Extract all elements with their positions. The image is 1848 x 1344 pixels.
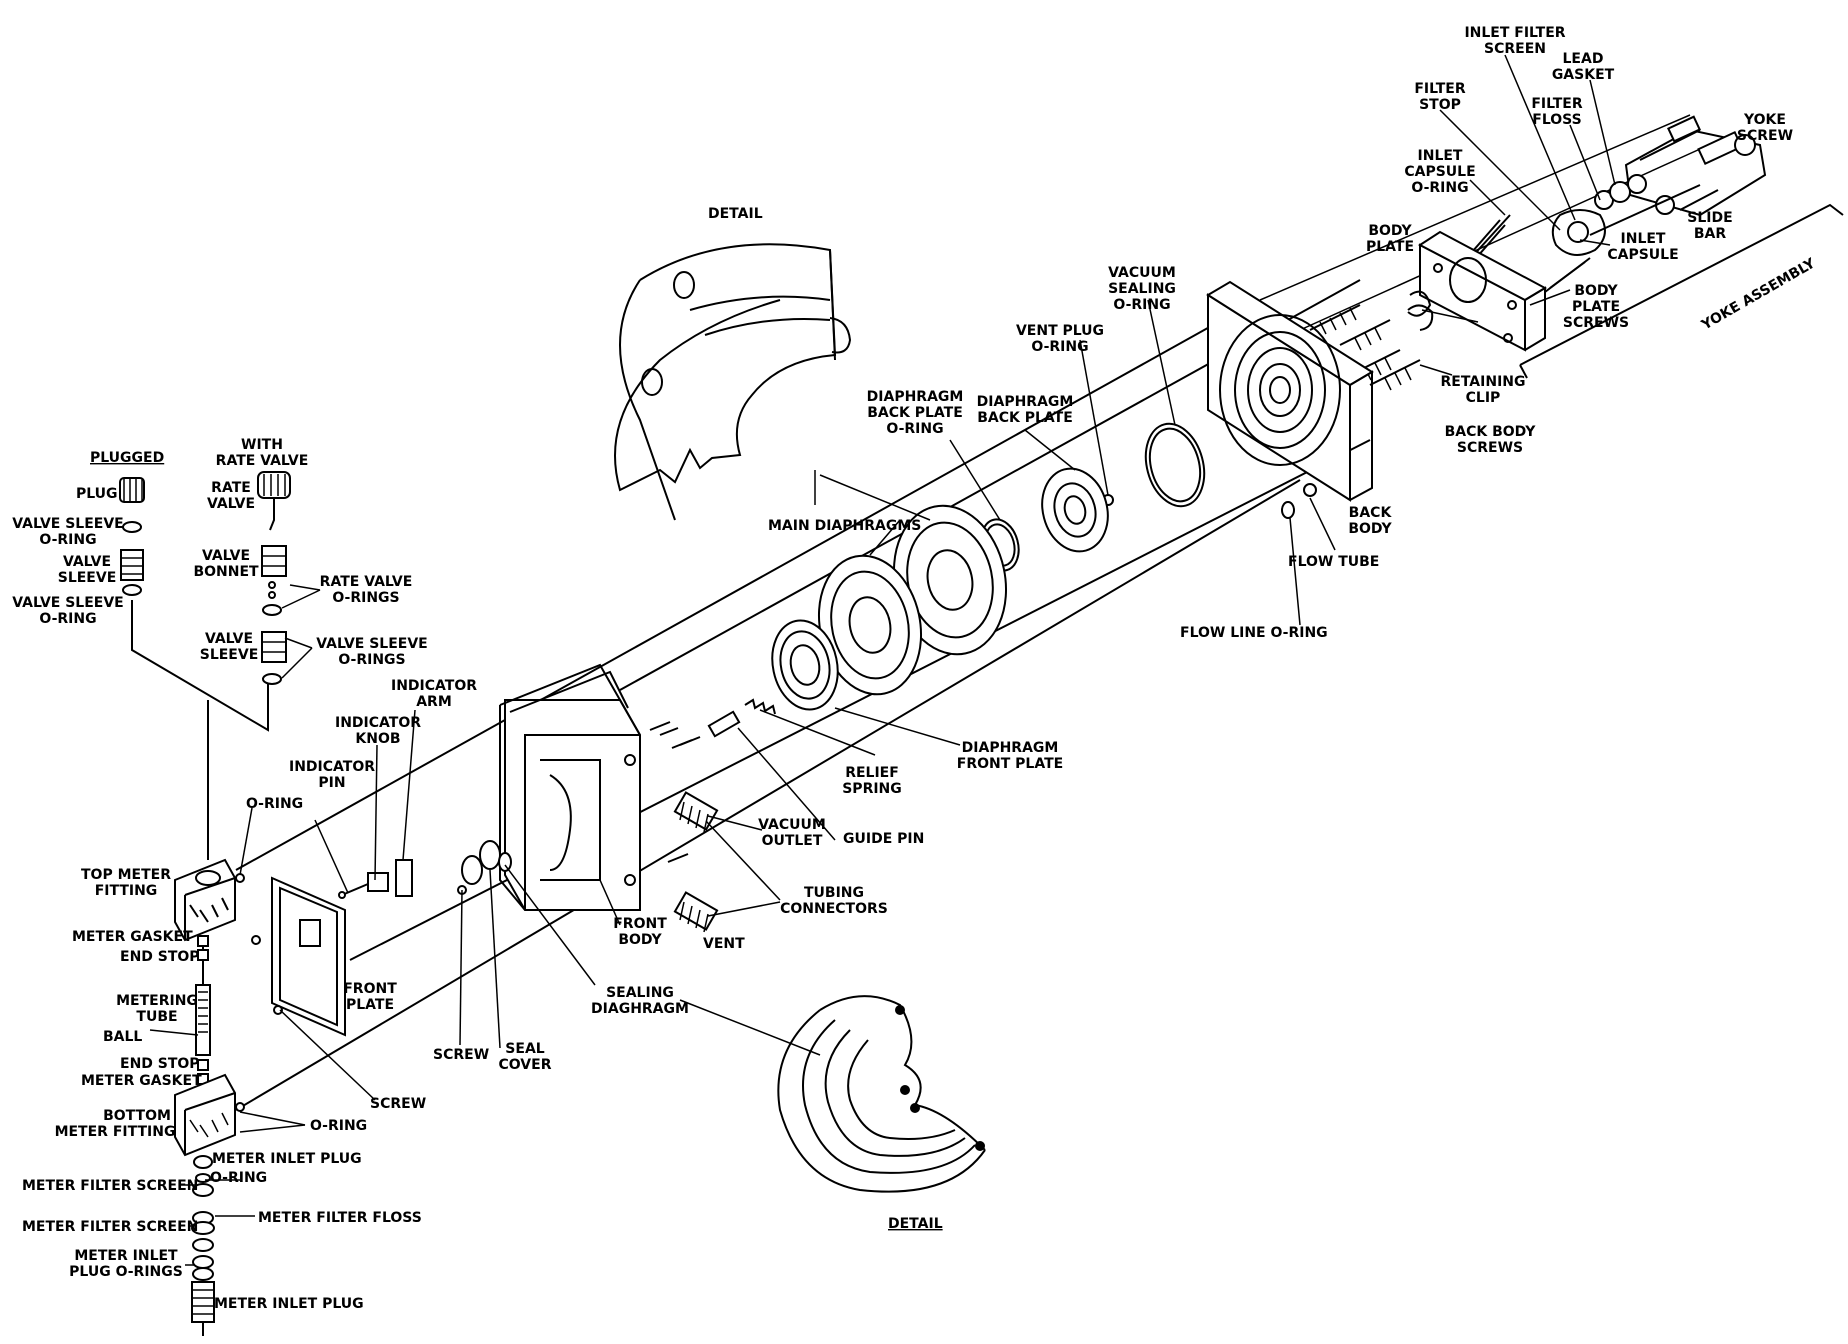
vent-fitting bbox=[673, 891, 719, 933]
label-meter-filter-screen-2: METER FILTER SCREEN bbox=[22, 1219, 198, 1235]
front-body-screws bbox=[649, 721, 701, 863]
label-o-ring-meter: O-RING bbox=[210, 1170, 267, 1186]
label-vent: VENT bbox=[703, 936, 745, 952]
label-flow-tube: FLOW TUBE bbox=[1288, 554, 1379, 570]
detail-sealing-diaphragm bbox=[777, 995, 986, 1193]
front-plate-frames bbox=[499, 663, 629, 911]
vacuum-outlet-fitting bbox=[673, 791, 719, 833]
label-guide-pin: GUIDE PIN bbox=[843, 831, 924, 847]
main-diaphragms bbox=[817, 504, 1008, 696]
label-flow-line-o-ring: FLOW LINE O-RING bbox=[1180, 625, 1328, 641]
retaining-clip bbox=[1407, 304, 1434, 331]
label-screw-center: SCREW bbox=[433, 1047, 489, 1063]
rate-valve-column bbox=[207, 471, 291, 860]
top-meter-fitting bbox=[174, 858, 245, 942]
label-meter-gasket-bottom: METER GASKET bbox=[81, 1073, 202, 1089]
label-yoke-assembly: YOKE ASSEMBLY bbox=[1698, 255, 1819, 334]
front-plate bbox=[251, 876, 346, 1037]
label-detail-bottom: DETAIL bbox=[888, 1216, 943, 1232]
plugged-column bbox=[119, 477, 269, 732]
diaphragm-back-plate bbox=[1041, 467, 1109, 553]
body-plate bbox=[1407, 230, 1548, 352]
label-meter-gasket-top: METER GASKET bbox=[72, 929, 193, 945]
label-o-ring-top: O-RING bbox=[246, 796, 303, 812]
seal-cover bbox=[457, 840, 512, 895]
label-plug: PLUG bbox=[76, 486, 118, 502]
label-end-stop-bottom: END STOP bbox=[120, 1056, 200, 1072]
label-end-stop-top: END STOP bbox=[120, 949, 200, 965]
flow-line-o-ring bbox=[1281, 501, 1295, 519]
label-ball: BALL bbox=[103, 1029, 142, 1045]
drawing bbox=[119, 54, 1844, 1336]
label-screw-lower: SCREW bbox=[370, 1096, 426, 1112]
label-meter-inlet-plug-bottom: METER INLET PLUG bbox=[214, 1296, 364, 1312]
bottom-meter-fitting bbox=[174, 1073, 245, 1157]
detail-main-diaphragm bbox=[614, 243, 852, 521]
label-o-ring-bottom: O-RING bbox=[310, 1118, 367, 1134]
meter-inlet-stack bbox=[191, 1155, 215, 1336]
metering-tube-column bbox=[195, 935, 211, 1085]
vacuum-sealing-o-ring bbox=[1144, 422, 1206, 508]
front-body bbox=[504, 699, 641, 911]
label-plugged: PLUGGED bbox=[90, 450, 164, 466]
label-detail-top: DETAIL bbox=[708, 206, 763, 222]
indicator-assembly bbox=[338, 859, 413, 899]
relief-spring-guide-pin bbox=[707, 698, 776, 738]
diaphragm-front-plate bbox=[771, 619, 839, 711]
label-meter-inlet-plug-top: METER INLET PLUG bbox=[212, 1151, 362, 1167]
leader-lines bbox=[149, 54, 1616, 1266]
label-meter-filter-screen-1: METER FILTER SCREEN bbox=[22, 1178, 198, 1194]
label-meter-filter-floss: METER FILTER FLOSS bbox=[258, 1210, 422, 1226]
label-main-diaphragms: MAIN DIAPHRAGMS bbox=[768, 518, 921, 534]
back-body bbox=[1206, 280, 1374, 502]
